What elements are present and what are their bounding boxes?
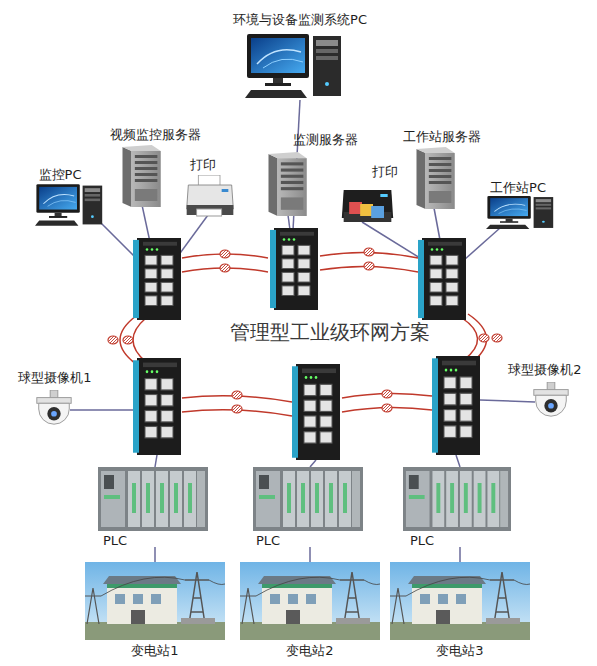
device-label: 视频监控服务器 — [110, 127, 201, 142]
device-label: 工作站服务器 — [403, 129, 481, 144]
device-icon — [403, 465, 511, 533]
device-label: PLC — [256, 533, 280, 548]
device-node: 变电站3 — [390, 562, 530, 660]
device-label: PLC — [103, 533, 127, 548]
device-icon — [253, 465, 363, 533]
device-node: 变电站1 — [85, 562, 225, 660]
device-icon — [245, 32, 345, 100]
device-node: 打印 — [336, 162, 400, 227]
device-node: PLC — [85, 463, 225, 547]
device-icon — [412, 147, 457, 209]
diagram-title: 管理型工业级环网方案 — [230, 320, 430, 344]
network-wire — [154, 547, 156, 562]
device-label: 变电站3 — [436, 643, 483, 658]
device-node: 监控PC — [28, 165, 110, 227]
device-node: 工作站PC — [476, 178, 562, 230]
device-icon — [390, 562, 530, 640]
device-label: 环境与设备监测系统PC — [233, 12, 367, 27]
device-label: 打印 — [372, 164, 398, 179]
device-icon — [530, 382, 572, 420]
device-label: 球型摄像机1 — [18, 370, 91, 385]
device-node: 环境与设备监测系统PC — [200, 8, 400, 103]
device-icon — [35, 183, 105, 227]
device-node: 工作站服务器 — [395, 127, 490, 212]
device-node: PLC — [390, 463, 530, 547]
device-icon — [264, 152, 309, 216]
device-icon — [85, 562, 225, 640]
network-wire — [459, 547, 461, 562]
device-label: 监控PC — [39, 167, 82, 182]
device-icon — [486, 195, 556, 230]
access-wires — [70, 100, 535, 467]
device-icon — [33, 390, 75, 428]
device-node: 球型摄像机1 — [16, 368, 100, 430]
device-label: 监测服务器 — [293, 132, 358, 147]
device-label: 变电站2 — [286, 643, 333, 658]
ring-switches — [133, 228, 480, 460]
device-icon — [340, 182, 395, 224]
device-icon — [118, 145, 163, 207]
device-label: 工作站PC — [490, 180, 546, 195]
device-icon — [185, 175, 235, 217]
device-label: PLC — [410, 533, 434, 548]
device-icon — [98, 465, 208, 533]
device-node: 变电站2 — [240, 562, 380, 660]
network-wire — [309, 547, 311, 562]
device-label: 球型摄像机2 — [508, 362, 581, 377]
device-icon — [240, 562, 380, 640]
device-node: 打印 — [180, 155, 240, 220]
device-node: 球型摄像机2 — [503, 360, 587, 422]
device-label: 变电站1 — [131, 643, 178, 658]
device-label: 打印 — [190, 157, 216, 172]
device-node: PLC — [240, 463, 380, 547]
